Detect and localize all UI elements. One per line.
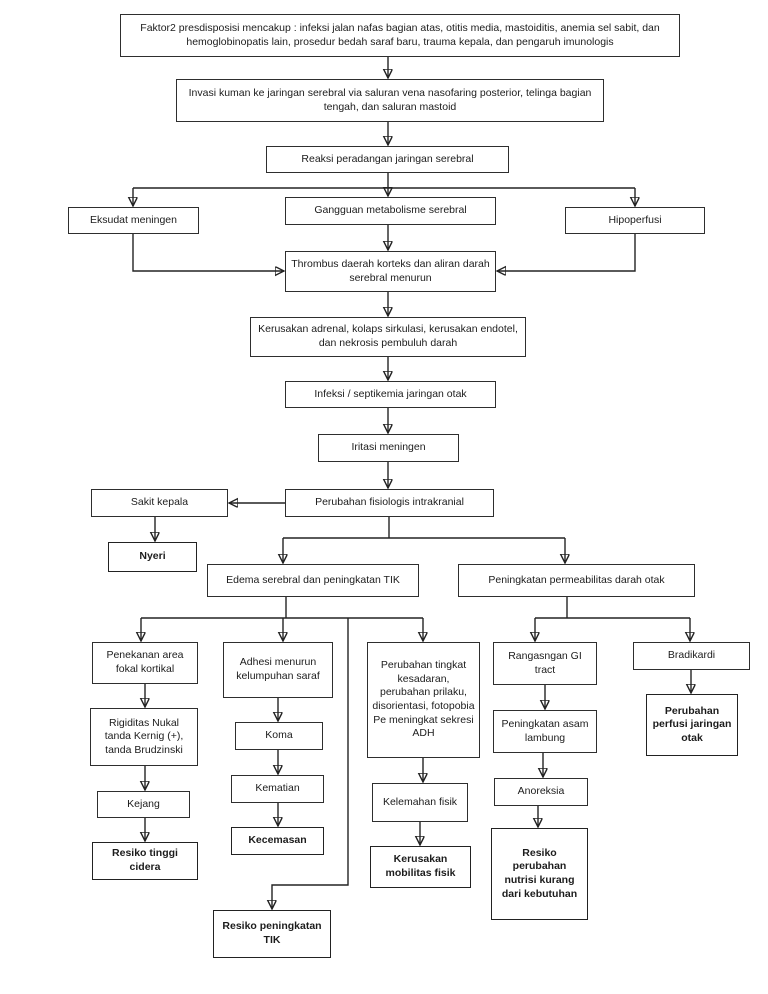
- node-label: Gangguan metabolisme serebral: [314, 204, 467, 217]
- node-edema-serebral: Edema serebral dan peningkatan TIK: [207, 564, 419, 597]
- node-label: Anoreksia: [517, 785, 565, 798]
- node-kelemahan-fisik: Kelemahan fisik: [372, 783, 468, 822]
- node-resiko-perubahan-nutrisi: Resiko perubahan nutrisi kurang dari keb…: [491, 828, 588, 920]
- node-label: Kerusakan mobilitas fisik: [385, 853, 456, 879]
- node-label: Iritasi meningen: [351, 441, 426, 454]
- node-label: Rangasngan GI tract: [508, 649, 582, 676]
- node-nyeri: Nyeri: [108, 542, 197, 572]
- node-kerusakan-adrenal: Kerusakan adrenal, kolaps sirkulasi, ker…: [250, 317, 526, 357]
- node-adhesi-menurun: Adhesi menurun kelumpuhan saraf: [223, 642, 333, 698]
- node-resiko-peningkatan-tik: Resiko peningkatan TIK: [213, 910, 331, 958]
- arrow-hipoperfusi-thrombus: [497, 234, 636, 271]
- node-label: Reaksi peradangan jaringan serebral: [301, 152, 474, 165]
- node-label: Thrombus daerah korteks dan aliran darah…: [291, 257, 490, 284]
- node-label: Perubahan tingkat kesadaran, perubahan p…: [372, 659, 475, 740]
- node-label: Perubahan fisiologis intrakranial: [315, 496, 464, 509]
- node-kematian: Kematian: [231, 775, 324, 803]
- node-peningkatan-permeabilitas: Peningkatan permeabilitas darah otak: [458, 564, 695, 597]
- node-label: Bradikardi: [667, 649, 716, 662]
- node-penekanan-fokal: Penekanan area fokal kortikal: [92, 642, 198, 684]
- node-anoreksia: Anoreksia: [494, 778, 588, 806]
- node-gangguan-metabolisme: Gangguan metabolisme serebral: [285, 197, 496, 225]
- node-kejang: Kejang: [97, 791, 190, 818]
- arrow-eksudat-thrombus: [132, 234, 284, 271]
- node-label: Resiko perubahan nutrisi kurang dari keb…: [501, 846, 578, 900]
- node-label: Kelemahan fisik: [382, 795, 458, 808]
- node-peningkatan-asam-lambung: Peningkatan asam lambung: [493, 710, 597, 753]
- node-reaksi-peradangan: Reaksi peradangan jaringan serebral: [266, 146, 509, 173]
- node-label: Peningkatan permeabilitas darah otak: [488, 573, 665, 586]
- node-perubahan-perfusi: Perubahan perfusi jaringan otak: [646, 694, 738, 756]
- node-iritasi-meningen: Iritasi meningen: [318, 434, 459, 462]
- node-hipoperfusi: Hipoperfusi: [565, 207, 705, 234]
- node-label: Kecemasan: [248, 834, 307, 847]
- node-infeksi-septikemia: Infeksi / septikemia jaringan otak: [285, 381, 496, 408]
- arrow-edema-resiko-tik: [272, 618, 349, 909]
- node-label: Adhesi menurun kelumpuhan saraf: [236, 656, 320, 682]
- node-thrombus-korteks: Thrombus daerah korteks dan aliran darah…: [285, 251, 496, 292]
- node-eksudat-meningen: Eksudat meningen: [68, 207, 199, 234]
- node-koma: Koma: [235, 722, 323, 750]
- node-invasi-kuman: Invasi kuman ke jaringan serebral via sa…: [176, 79, 604, 122]
- node-label: Koma: [265, 729, 293, 742]
- node-label: Edema serebral dan peningkatan TIK: [226, 573, 400, 586]
- node-label: Invasi kuman ke jaringan serebral via sa…: [188, 86, 592, 113]
- node-label: Sakit kepala: [130, 496, 189, 509]
- node-kecemasan: Kecemasan: [231, 827, 324, 855]
- node-label: Eksudat meningen: [90, 213, 177, 226]
- node-rangasngan-gi: Rangasngan GI tract: [493, 642, 597, 685]
- node-label: Infeksi / septikemia jaringan otak: [314, 387, 467, 400]
- node-label: Kerusakan adrenal, kolaps sirkulasi, ker…: [258, 323, 518, 349]
- node-label: Rigiditas Nukal tanda Kernig (+), tanda …: [104, 716, 184, 756]
- node-label: Hipoperfusi: [608, 213, 662, 226]
- node-resiko-tinggi-cidera: Resiko tinggi cidera: [92, 842, 198, 880]
- node-label: Resiko peningkatan TIK: [222, 920, 322, 946]
- node-bradikardi: Bradikardi: [633, 642, 750, 670]
- node-label: Kematian: [255, 782, 300, 795]
- node-label: Peningkatan asam lambung: [501, 717, 589, 744]
- node-faktor-predisposisi: Faktor2 presdisposisi mencakup : infeksi…: [120, 14, 680, 57]
- node-label: Perubahan perfusi jaringan otak: [652, 704, 732, 744]
- node-rigiditas-nukal: Rigiditas Nukal tanda Kernig (+), tanda …: [90, 708, 198, 766]
- node-sakit-kepala: Sakit kepala: [91, 489, 228, 517]
- node-kerusakan-mobilitas: Kerusakan mobilitas fisik: [370, 846, 471, 888]
- node-label: Penekanan area fokal kortikal: [106, 649, 184, 675]
- node-perubahan-fisiologis: Perubahan fisiologis intrakranial: [285, 489, 494, 517]
- node-perubahan-tingkat-kesadaran: Perubahan tingkat kesadaran, perubahan p…: [367, 642, 480, 758]
- node-label: Nyeri: [139, 550, 166, 563]
- node-label: Faktor2 presdisposisi mencakup : infeksi…: [140, 21, 660, 48]
- node-label: Kejang: [127, 797, 160, 810]
- node-label: Resiko tinggi cidera: [112, 847, 178, 873]
